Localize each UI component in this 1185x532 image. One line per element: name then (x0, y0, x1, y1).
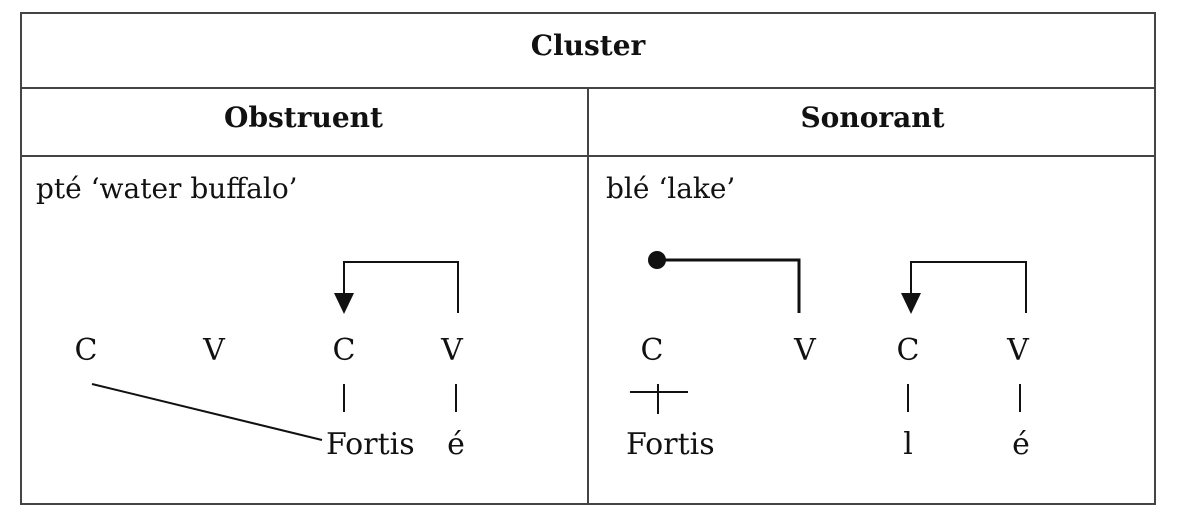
skeleton-v1-obstruent: V (203, 333, 225, 368)
government-bracket-sonorant-right (910, 261, 1027, 313)
licensor-dot (648, 251, 666, 269)
example-obstruent: pté ‘water buffalo’ (36, 172, 298, 205)
skeleton-v1-sonorant: V (794, 333, 816, 368)
skeleton-c1-obstruent: C (74, 333, 98, 368)
table-title: Cluster (530, 29, 646, 62)
skeleton-c2-obstruent: C (332, 333, 356, 368)
melody-fortis-obstruent: Fortis (326, 427, 415, 462)
column-heading-obstruent: Obstruent (224, 101, 383, 134)
melody-vowel-obstruent: é (447, 427, 465, 462)
skeleton-v2-sonorant: V (1007, 333, 1029, 368)
column-divider (587, 87, 589, 505)
licensing-line-sonorant (657, 258, 801, 313)
skeleton-c1-sonorant: C (640, 333, 664, 368)
arrowhead-obstruent (334, 293, 354, 314)
melody-vowel-sonorant: é (1012, 427, 1030, 462)
skeleton-v2-obstruent: V (441, 333, 463, 368)
melody-fortis-sonorant: Fortis (626, 427, 715, 462)
melody-consonant-sonorant: l (903, 427, 913, 462)
skeleton-c2-sonorant: C (896, 333, 920, 368)
association-line-obstruent-c1 (91, 383, 323, 441)
column-heading-sonorant: Sonorant (800, 101, 945, 134)
government-bracket-obstruent (343, 261, 459, 313)
example-sonorant: blé ‘lake’ (606, 172, 736, 205)
arrowhead-sonorant (901, 293, 921, 314)
